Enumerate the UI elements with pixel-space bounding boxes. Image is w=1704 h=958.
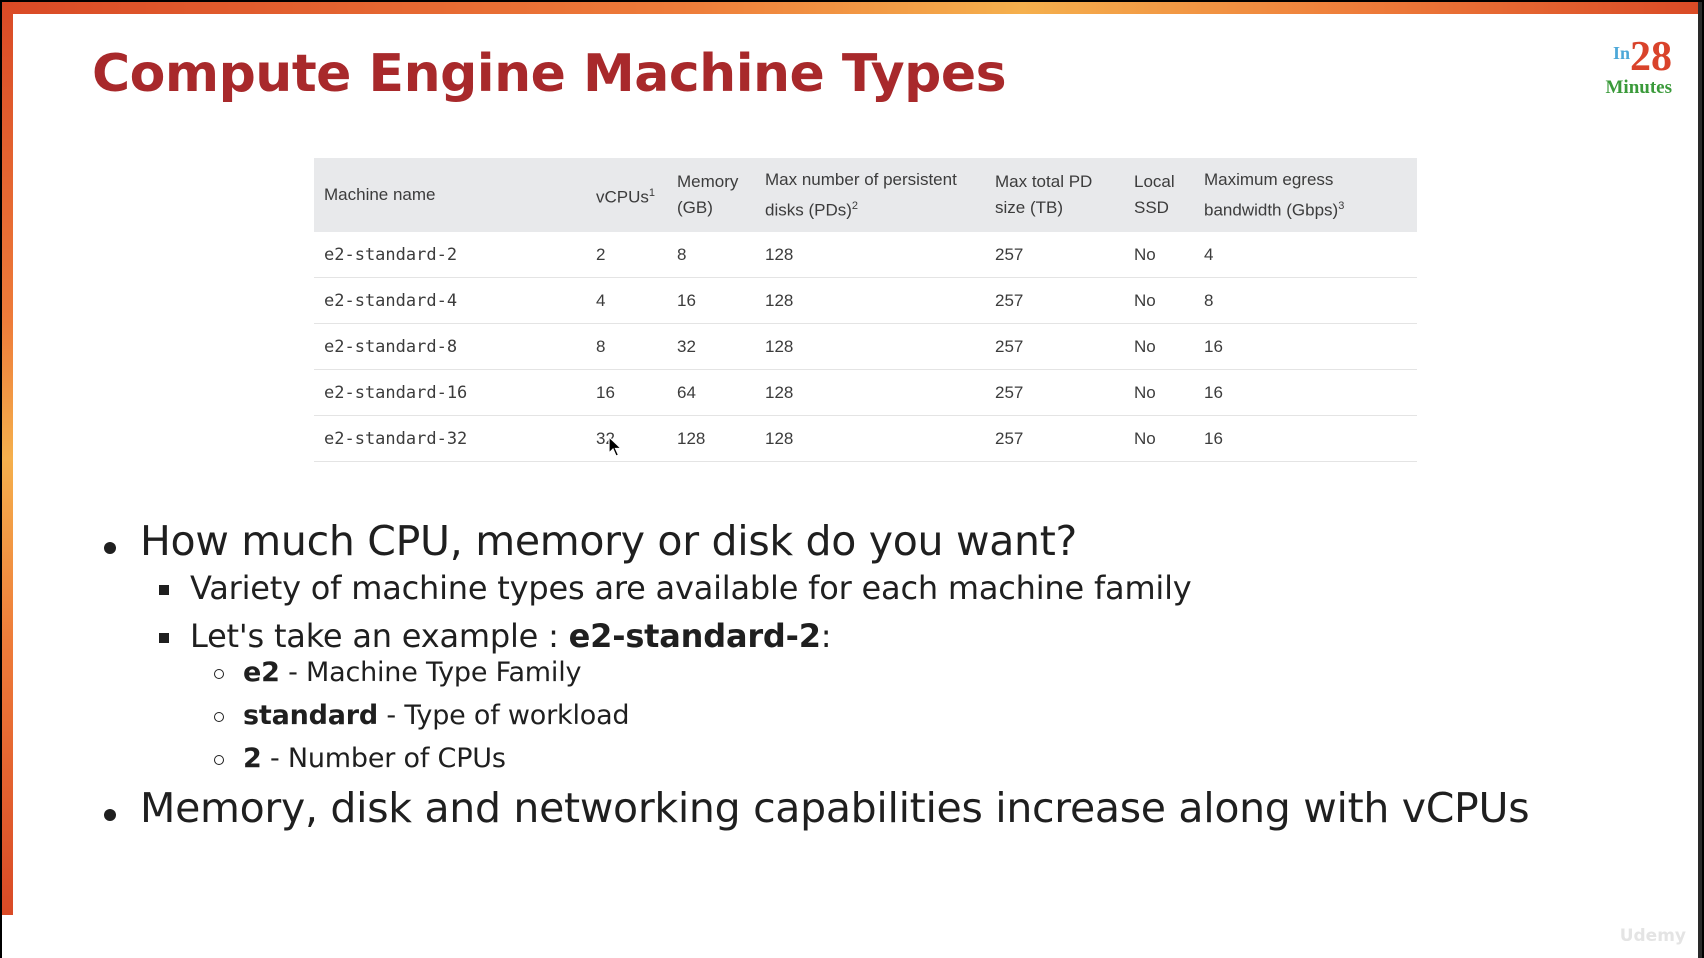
cell-egress-bandwidth: 16 xyxy=(1194,369,1417,416)
udemy-watermark: Udemy xyxy=(1619,926,1686,946)
cell-vcpus: 32 xyxy=(586,415,667,462)
cell-local-ssd: No xyxy=(1124,277,1194,324)
cell-machine-name: e2-standard-16 xyxy=(314,369,586,416)
mouse-pointer-icon xyxy=(608,436,622,457)
table-row: e2-standard-32 32 128 128 257 No 16 xyxy=(314,415,1417,462)
cell-egress-bandwidth: 16 xyxy=(1194,323,1417,370)
in28minutes-logo: In28 Minutes xyxy=(1592,34,1673,98)
bullet-cpu-memory-disk: How much CPU, memory or disk do you want… xyxy=(100,517,1660,565)
example-machine-name: e2-standard-2 xyxy=(568,617,821,655)
slide-title: Compute Engine Machine Types xyxy=(92,44,1007,104)
table-row: e2-standard-16 16 64 128 257 No 16 xyxy=(314,369,1417,416)
cell-local-ssd: No xyxy=(1124,415,1194,462)
cell-max-pd-size: 257 xyxy=(985,323,1124,370)
cell-egress-bandwidth: 16 xyxy=(1194,415,1417,462)
bullet-list: How much CPU, memory or disk do you want… xyxy=(100,517,1660,832)
cell-machine-name: e2-standard-4 xyxy=(314,277,586,324)
logo-prefix: In xyxy=(1612,43,1630,63)
cell-egress-bandwidth: 4 xyxy=(1194,232,1417,278)
cell-max-pd-size: 257 xyxy=(985,277,1124,324)
cell-egress-bandwidth: 8 xyxy=(1194,277,1417,324)
cell-vcpus: 16 xyxy=(586,369,667,416)
cell-vcpus: 8 xyxy=(586,323,667,370)
bullet-example: Let's take an example : e2-standard-2: xyxy=(100,617,1660,655)
cell-machine-name: e2-standard-8 xyxy=(314,323,586,370)
logo-number: 28 xyxy=(1630,34,1672,80)
table-row: e2-standard-8 8 32 128 257 No 16 xyxy=(314,323,1417,370)
sub-bullet-cpus: 2 - Number of CPUs xyxy=(100,743,1660,774)
cell-max-pds: 128 xyxy=(755,232,985,278)
header-machine-name: Machine name xyxy=(314,158,586,232)
example-prefix: Let's take an example : xyxy=(190,617,569,655)
machine-types-table: Machine name vCPUs1 Memory(GB) Max numbe… xyxy=(314,158,1417,462)
bullet-capabilities-increase: Memory, disk and networking capabilities… xyxy=(100,784,1660,832)
cell-max-pd-size: 257 xyxy=(985,232,1124,278)
cell-max-pds: 128 xyxy=(755,369,985,416)
cell-vcpus: 2 xyxy=(586,232,667,278)
cell-vcpus: 4 xyxy=(586,277,667,324)
table-header-row: Machine name vCPUs1 Memory(GB) Max numbe… xyxy=(314,158,1417,232)
cell-local-ssd: No xyxy=(1124,232,1194,278)
cell-machine-name: e2-standard-2 xyxy=(314,232,586,278)
cell-memory: 8 xyxy=(667,232,755,278)
cell-max-pd-size: 257 xyxy=(985,369,1124,416)
cell-memory: 128 xyxy=(667,415,755,462)
cell-max-pds: 128 xyxy=(755,277,985,324)
right-edge xyxy=(1698,2,1702,958)
cell-max-pd-size: 257 xyxy=(985,415,1124,462)
cell-memory: 16 xyxy=(667,277,755,324)
table-row: e2-standard-4 4 16 128 257 No 8 xyxy=(314,277,1417,324)
header-vcpus: vCPUs1 xyxy=(586,158,667,232)
cell-machine-name: e2-standard-32 xyxy=(314,415,586,462)
cell-max-pds: 128 xyxy=(755,323,985,370)
logo-word: Minutes xyxy=(1605,77,1673,98)
bullet-variety-machine-types: Variety of machine types are available f… xyxy=(100,569,1660,607)
sub-bullet-family: e2 - Machine Type Family xyxy=(100,657,1660,688)
example-suffix: : xyxy=(820,617,832,655)
header-memory: Memory(GB) xyxy=(667,158,755,232)
sub-bullet-workload: standard - Type of workload xyxy=(100,700,1660,731)
table-row: e2-standard-2 2 8 128 257 No 4 xyxy=(314,232,1417,278)
cell-local-ssd: No xyxy=(1124,323,1194,370)
cell-memory: 32 xyxy=(667,323,755,370)
cell-max-pds: 128 xyxy=(755,415,985,462)
cell-memory: 64 xyxy=(667,369,755,416)
top-accent-stripe xyxy=(2,2,1702,14)
left-accent-stripe xyxy=(2,2,13,915)
cell-local-ssd: No xyxy=(1124,369,1194,416)
